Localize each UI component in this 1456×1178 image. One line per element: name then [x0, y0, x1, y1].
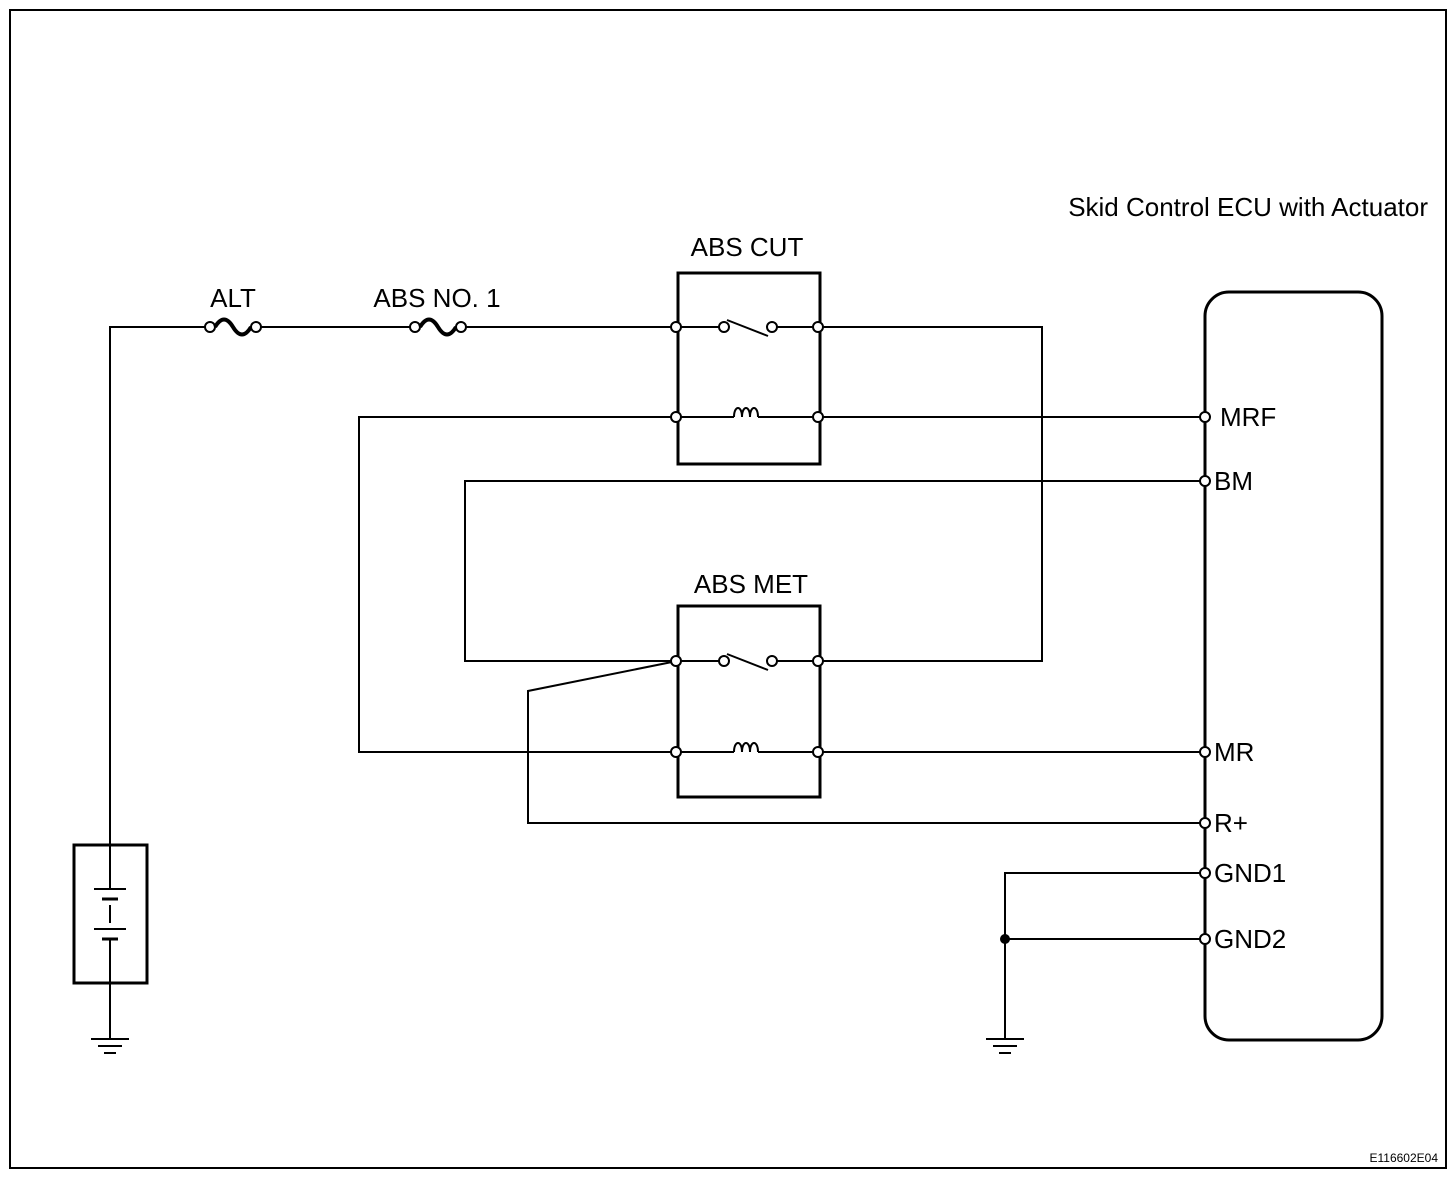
abs-met-terminal — [812, 655, 824, 667]
ecu-block — [1203, 290, 1384, 1042]
abs-cut-terminal — [670, 321, 682, 333]
ecu-pin-terminal — [1199, 475, 1211, 487]
ecu-pin-rplus-label: R+ — [1214, 808, 1248, 838]
diagram-frame — [9, 9, 1447, 1169]
abs-cut-coil — [676, 407, 818, 418]
abs-no1-fuse-label: ABS NO. 1 — [373, 283, 500, 313]
ecu-pin-terminal — [1199, 933, 1211, 945]
ecu-pin-gnd1-label: GND1 — [1214, 858, 1286, 888]
alt-fuse-label: ALT — [210, 283, 256, 313]
ecu-pin-mrf-label: MRF — [1220, 402, 1276, 432]
ecu-pin-gnd2-label: GND2 — [1214, 924, 1286, 954]
battery-feed-wire — [109, 326, 205, 845]
figure-code: E116602E04 — [1369, 1151, 1438, 1165]
abs-met-relay-label: ABS MET — [694, 569, 808, 599]
abs-met-terminal — [670, 655, 682, 667]
abs-cut-switch-contact — [676, 319, 818, 337]
abs-cut-relay-box — [676, 271, 822, 466]
gnd1-wire — [1004, 872, 1201, 1039]
abs-met-relay-box — [676, 604, 822, 799]
abs-cut-output-wire — [823, 326, 1043, 662]
abs-cut-terminal — [812, 411, 824, 423]
abs-met-switch-contact — [676, 653, 818, 671]
abs-cut-terminal — [670, 411, 682, 423]
abs-met-terminal — [670, 746, 682, 758]
ecu-title: Skid Control ECU with Actuator — [1068, 192, 1428, 222]
battery-symbol — [72, 843, 149, 985]
alt-fuse-symbol — [204, 317, 262, 337]
bm-wire — [464, 480, 1201, 662]
ecu-pin-mr-label: MR — [1214, 737, 1254, 767]
coil-return-wire — [358, 416, 671, 753]
ecu-pin-terminal — [1199, 411, 1211, 423]
ecu-pin-bm-label: BM — [1214, 466, 1253, 496]
battery-ground-icon — [91, 1038, 129, 1054]
ecu-ground-icon — [986, 1038, 1024, 1054]
ecu-pin-terminal — [1199, 746, 1211, 758]
ecu-pin-terminal — [1199, 817, 1211, 829]
abs-cut-relay-label: ABS CUT — [691, 232, 804, 262]
abs-cut-terminal — [812, 321, 824, 333]
ground-junction-dot — [1000, 934, 1010, 944]
abs-met-terminal — [812, 746, 824, 758]
rplus-wire — [527, 661, 1201, 824]
ecu-pin-terminal — [1199, 867, 1211, 879]
abs-met-coil — [676, 742, 818, 753]
abs-no1-fuse-symbol — [409, 317, 467, 337]
